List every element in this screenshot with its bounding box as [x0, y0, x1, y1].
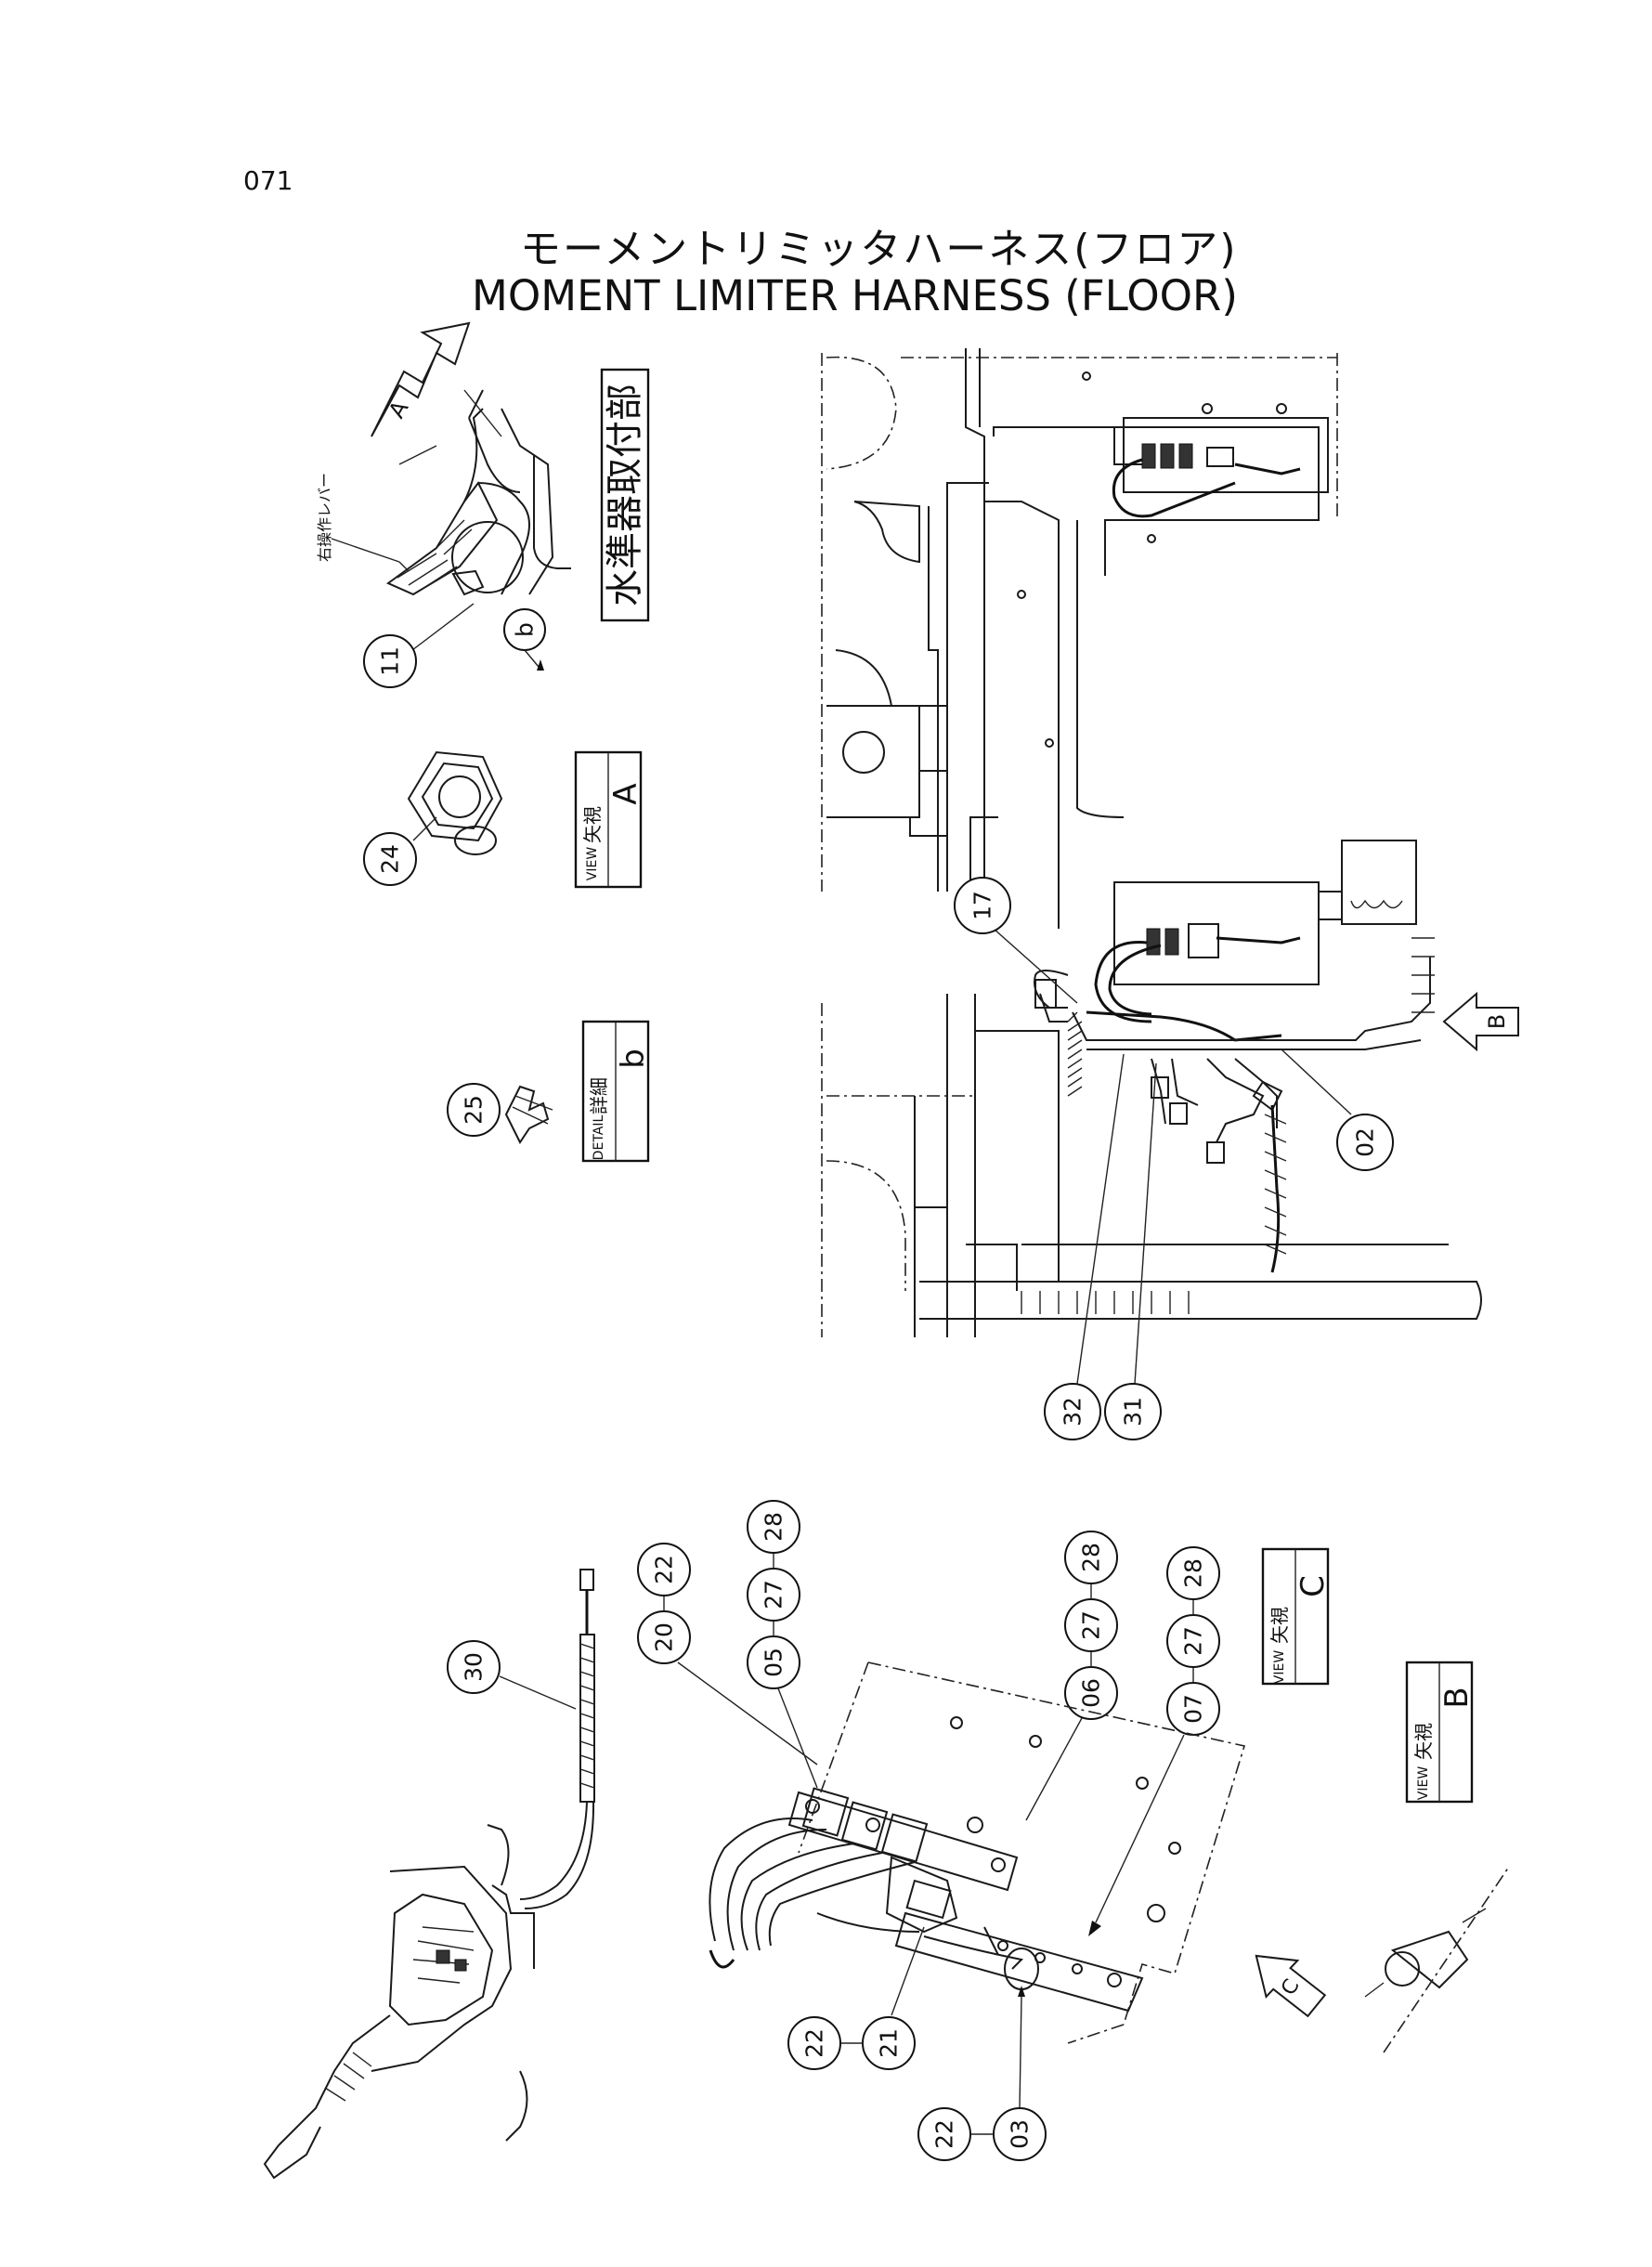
callout-11-label: 11 — [377, 646, 404, 676]
view-c-assembly: 20 22 05 27 28 06 27 28 — [637, 1500, 1510, 2161]
callout-03-label: 03 — [1007, 2119, 1034, 2149]
title-english: MOMENT LIMITER HARNESS (FLOOR) — [472, 271, 1238, 320]
detail-b-en: DETAIL — [592, 1115, 606, 1161]
callout-28-a-label: 28 — [761, 1512, 787, 1542]
level-mount-label-box — [600, 368, 650, 622]
callout-31-label: 31 — [1120, 1397, 1147, 1427]
floor-plan-upper — [821, 348, 1338, 929]
callout-stack-07: 07 27 28 — [1088, 1546, 1220, 1936]
view-arrow-a: A — [371, 321, 471, 465]
callout-22-a — [637, 1543, 691, 1596]
lever-assembly-view: A 右操作レバー 11 b 水準器取付部 — [316, 321, 650, 688]
view-c-en: VIEW — [1272, 1650, 1287, 1685]
view-a-en: VIEW — [585, 847, 600, 881]
view-a-jp: 矢視 — [581, 806, 604, 843]
view-b-letter: B — [1438, 1687, 1476, 1708]
lever-harness-view: 30 — [263, 1569, 595, 2180]
page-number: 071 — [243, 165, 293, 196]
callout-28-c — [1166, 1546, 1220, 1600]
detail-b-jp: 詳細 — [588, 1077, 610, 1114]
callout-24 — [363, 832, 417, 886]
view-b-en: VIEW — [1416, 1766, 1431, 1801]
callout-stack-06: 06 27 28 — [1025, 1531, 1118, 1821]
callout-32-label: 32 — [1060, 1397, 1086, 1427]
view-c-jp: 矢視 — [1268, 1607, 1291, 1644]
view-a-block: 矢視 VIEW A 24 — [363, 750, 644, 889]
callout-stack-20-22: 20 22 — [637, 1543, 818, 1765]
callout-28-b — [1064, 1531, 1118, 1584]
callout-25 — [447, 1083, 501, 1137]
callout-27-c-label: 27 — [1180, 1626, 1207, 1656]
callout-02-label: 02 — [1352, 1127, 1379, 1157]
callout-28-c-label: 28 — [1180, 1558, 1207, 1588]
callout-22-c-label: 22 — [931, 2119, 958, 2149]
callout-06-label: 06 — [1078, 1678, 1105, 1708]
view-arrow-b: B — [1442, 991, 1519, 1052]
callout-27-b-label: 27 — [1078, 1610, 1105, 1640]
callout-28-a — [747, 1500, 800, 1554]
callout-25-label: 25 — [461, 1095, 488, 1125]
callout-11 — [363, 634, 417, 688]
callout-05-label: 05 — [761, 1648, 787, 1677]
view-arrow-a-letter: A — [384, 396, 414, 423]
callout-32 — [1044, 1383, 1101, 1440]
view-a-letter: A — [607, 783, 644, 804]
callout-17-label: 17 — [969, 891, 996, 920]
callout-22-c — [917, 2107, 971, 2161]
view-arrow-b-letter: B — [1484, 1014, 1510, 1029]
detail-b-letter: b — [615, 1049, 652, 1069]
view-c-letter: C — [1294, 1575, 1332, 1597]
detail-b-marker-label: b — [512, 622, 539, 637]
callout-30 — [447, 1640, 501, 1694]
callout-02 — [1336, 1114, 1394, 1171]
callout-30-label: 30 — [461, 1652, 488, 1682]
callout-stack-05: 05 27 28 — [747, 1500, 818, 1789]
callout-28-b-label: 28 — [1078, 1543, 1105, 1572]
floor-plan-lower: B 17 02 32 31 — [821, 840, 1519, 1440]
callout-27-a-label: 27 — [761, 1580, 787, 1609]
callout-22-b-label: 22 — [801, 2028, 828, 2058]
callout-22-b — [787, 2016, 841, 2070]
callout-22-a-label: 22 — [651, 1555, 678, 1584]
callout-24-label: 24 — [377, 844, 404, 874]
level-mount-note: 水準器取付部 — [604, 384, 646, 606]
callout-07-label: 07 — [1180, 1694, 1207, 1724]
callout-17 — [954, 877, 1011, 934]
callout-21-label: 21 — [876, 2028, 903, 2058]
right-lever-note: 右操作レバー — [316, 473, 333, 562]
detail-b-block: 詳細 DETAIL b 25 — [447, 1020, 652, 1163]
callout-20-label: 20 — [651, 1622, 678, 1652]
callout-31 — [1104, 1383, 1162, 1440]
title-japanese: モーメントリミッタハーネス(フロア) — [520, 226, 1238, 273]
view-arrow-c: C — [1255, 1954, 1327, 2018]
view-b-jp: 矢視 — [1412, 1723, 1435, 1760]
